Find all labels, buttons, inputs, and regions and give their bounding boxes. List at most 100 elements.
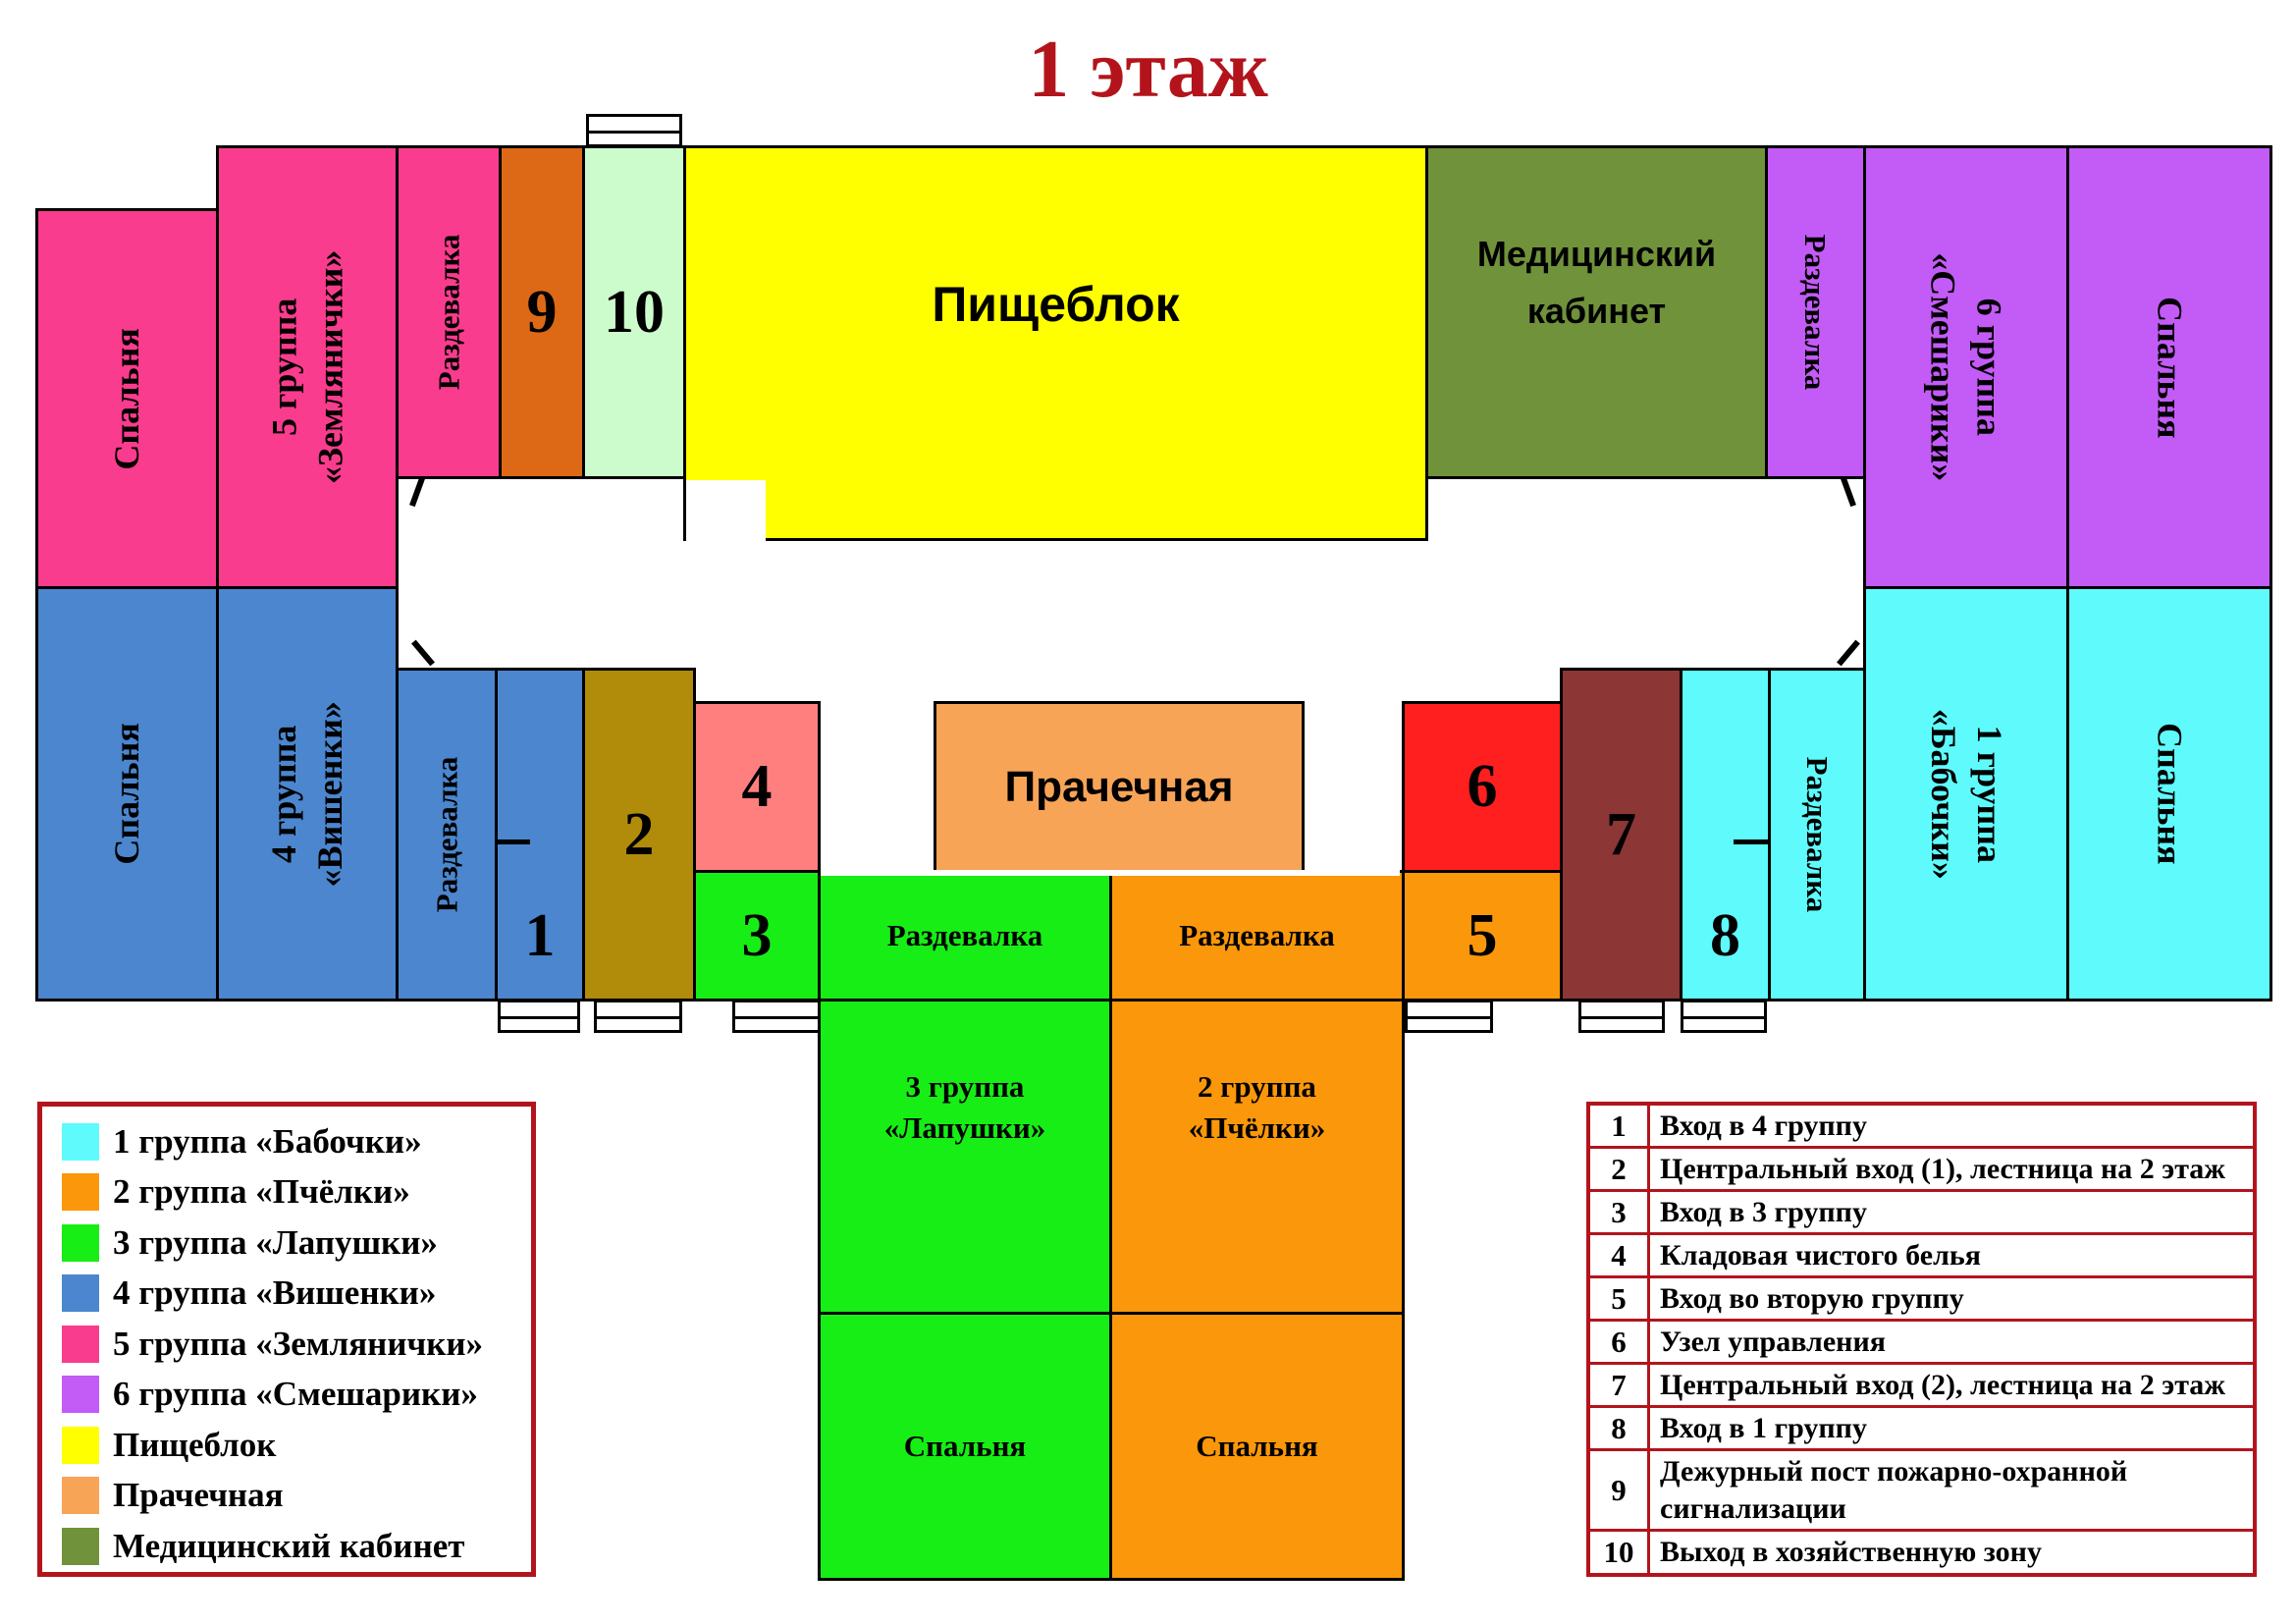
legend-swatch — [62, 1527, 99, 1565]
room-label: 6 группа «Смешарики» — [1924, 252, 2009, 482]
legend-swatch — [62, 1173, 99, 1212]
room-razdevalka-group1: Раздевалка — [1768, 668, 1866, 1001]
legend-item: Прачечная — [62, 1471, 531, 1522]
room-razdevalka-group2: Раздевалка — [1109, 870, 1405, 1001]
key-number: 4 — [1590, 1235, 1650, 1275]
room-label: Спальня — [107, 723, 147, 865]
room-label: Раздевалка — [429, 756, 464, 913]
key-text: Вход в 4 группу — [1660, 1109, 1867, 1142]
room-spalnya-group2: Спальня — [1109, 1312, 1405, 1581]
key-number: 10 — [1590, 1532, 1650, 1573]
legend-label: Медицинский кабинет — [113, 1526, 465, 1565]
legend-label: 6 группа «Смешарики» — [113, 1375, 478, 1414]
room-label: 2 группа «Пчёлки» — [1188, 1069, 1326, 1145]
legend-swatch — [62, 1477, 99, 1515]
legend-label: Прачечная — [113, 1476, 284, 1515]
stair-3 — [732, 1000, 821, 1033]
key-text: Дежурный пост пожарно-охранной сигнализа… — [1660, 1455, 2128, 1525]
room-5: 5 — [1402, 870, 1563, 1001]
key-number: 3 — [1590, 1192, 1650, 1232]
room-label: Спальня — [2150, 296, 2190, 439]
legend-item: 2 группа «Пчёлки» — [62, 1167, 531, 1218]
door-mark — [495, 839, 530, 844]
room-spalnya-group5: Спальня — [35, 208, 219, 589]
legend-item: 3 группа «Лапушки» — [62, 1218, 531, 1269]
door-mark — [409, 476, 425, 508]
room-label: Раздевалка — [431, 234, 466, 391]
stair-8 — [1681, 1000, 1767, 1033]
room-label: Раздевалка — [886, 918, 1043, 953]
room-2: 2 — [582, 668, 696, 1001]
door-mark — [1734, 839, 1769, 844]
key-row: 7 Центральный вход (2), лестница на 2 эта… — [1590, 1365, 2253, 1408]
key-text: Узел управления — [1660, 1325, 1886, 1358]
legend-swatch — [62, 1426, 99, 1464]
room-group3: 3 группа «Лапушки» — [818, 999, 1112, 1315]
legend-label: 4 группа «Вишенки» — [113, 1273, 437, 1313]
room-number: 8 — [1710, 902, 1740, 969]
room-number: 9 — [526, 278, 558, 346]
door-mark — [1841, 476, 1856, 508]
room-spalnya-group3: Спальня — [818, 1312, 1112, 1581]
room-group2: 2 группа «Пчёлки» — [1109, 999, 1405, 1315]
room-spalnya-group4: Спальня — [35, 586, 219, 1001]
room-number: 3 — [741, 901, 773, 969]
page-title: 1 этаж — [1028, 24, 1268, 115]
corridor-north — [686, 480, 766, 544]
legend-label: 3 группа «Лапушки» — [113, 1222, 438, 1262]
legend-swatch — [62, 1376, 99, 1414]
key-text: Центральный вход (2), лестница на 2 этаж — [1660, 1368, 2226, 1401]
legend-item: 5 группа «Землянички» — [62, 1319, 531, 1370]
room-number: 6 — [1467, 753, 1498, 820]
room-9: 9 — [499, 145, 585, 479]
legend: 1 группа «Бабочки» 2 группа «Пчёлки» 3 г… — [37, 1102, 536, 1577]
room-prachechnaya: Прачечная — [934, 701, 1305, 873]
legend-swatch — [62, 1223, 99, 1262]
stair-5 — [1405, 1000, 1493, 1033]
room-10: 10 — [582, 145, 686, 479]
legend-item: 1 группа «Бабочки» — [62, 1116, 531, 1167]
room-label: Спальня — [1196, 1429, 1318, 1464]
key-row: 10 Выход в хозяйственную зону — [1590, 1532, 2253, 1573]
key-text: Вход в 3 группу — [1660, 1195, 1867, 1228]
key-number: 7 — [1590, 1365, 1650, 1405]
room-6: 6 — [1402, 701, 1563, 873]
legend-item: 4 группа «Вишенки» — [62, 1269, 531, 1320]
legend-item: 6 группа «Смешарики» — [62, 1370, 531, 1421]
legend-label: Пищеблок — [113, 1425, 277, 1464]
room-pisheblok: Пищеблок — [683, 145, 1428, 541]
room-number: 10 — [604, 278, 665, 346]
room-razdevalka-group5: Раздевалка — [396, 145, 502, 479]
room-spalnya-group1: Спальня — [2066, 586, 2272, 1001]
room-group4: 4 группа «Вишенки» — [216, 586, 399, 1001]
room-number: 5 — [1467, 901, 1498, 969]
stair-2 — [594, 1000, 682, 1033]
room-number: 2 — [623, 800, 655, 868]
room-label: Медицинский кабинет — [1476, 234, 1717, 331]
room-7: 7 — [1560, 668, 1682, 1001]
room-group5: 5 группа «Землянички» — [216, 145, 399, 589]
legend-item: Медицинский кабинет — [62, 1521, 531, 1572]
door-mark — [1837, 639, 1860, 667]
room-label: 5 группа «Землянички» — [264, 249, 350, 485]
room-number: 1 — [524, 902, 556, 969]
room-razdevalka-group4: Раздевалка — [396, 668, 498, 1001]
room-label: 3 группа «Лапушки» — [883, 1069, 1046, 1145]
legend-swatch — [62, 1122, 99, 1161]
key-number: 2 — [1590, 1149, 1650, 1189]
room-label: Раздевалка — [1799, 756, 1835, 913]
room-label: Раздевалка — [1179, 918, 1335, 953]
key-text: Выход в хозяйственную зону — [1660, 1536, 2042, 1569]
room-4: 4 — [693, 701, 821, 873]
room-label: 1 группа «Бабочки» — [1924, 708, 2009, 880]
room-group1: 1 группа «Бабочки» — [1863, 586, 2069, 1001]
stair-7 — [1578, 1000, 1665, 1033]
room-label: 4 группа «Вишенки» — [264, 700, 350, 888]
